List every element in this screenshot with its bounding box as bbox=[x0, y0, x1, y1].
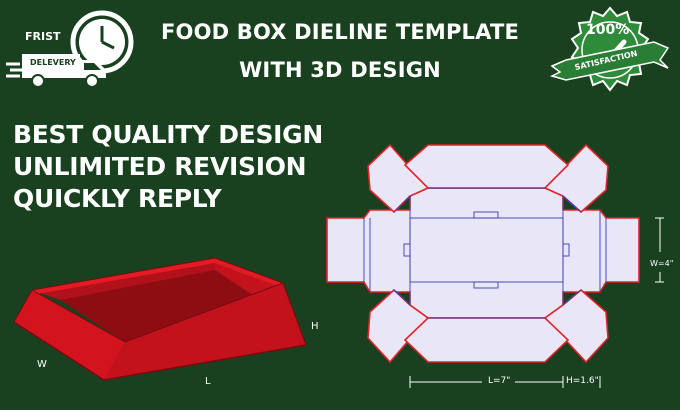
dim-length-label: L=7" bbox=[488, 376, 511, 386]
dim-width-label: W=4" bbox=[650, 259, 674, 268]
feature-quickly-reply: QUICKLY REPLY bbox=[13, 184, 222, 213]
page-title-line2: WITH 3D DESIGN bbox=[239, 58, 441, 82]
delivery-word-frist: FRIST bbox=[25, 30, 61, 43]
box-label-w: W bbox=[37, 359, 47, 370]
page-title-line1: FOOD BOX DIELINE TEMPLATE bbox=[160, 20, 520, 44]
box-label-l: L bbox=[205, 376, 211, 387]
box-3d-illustration bbox=[13, 257, 307, 381]
box-label-h: H bbox=[311, 321, 319, 332]
delivery-word-delevery: DELEVERY bbox=[30, 58, 76, 67]
dim-height-label: H=1.6" bbox=[566, 376, 599, 386]
delivery-clock-truck-icon bbox=[6, 10, 134, 88]
satisfaction-seal-icon bbox=[549, 6, 670, 92]
feature-best-quality: BEST QUALITY DESIGN bbox=[13, 120, 323, 149]
seal-percent: 100% bbox=[586, 22, 630, 38]
feature-unlimited-revision: UNLIMITED REVISION bbox=[13, 152, 307, 181]
